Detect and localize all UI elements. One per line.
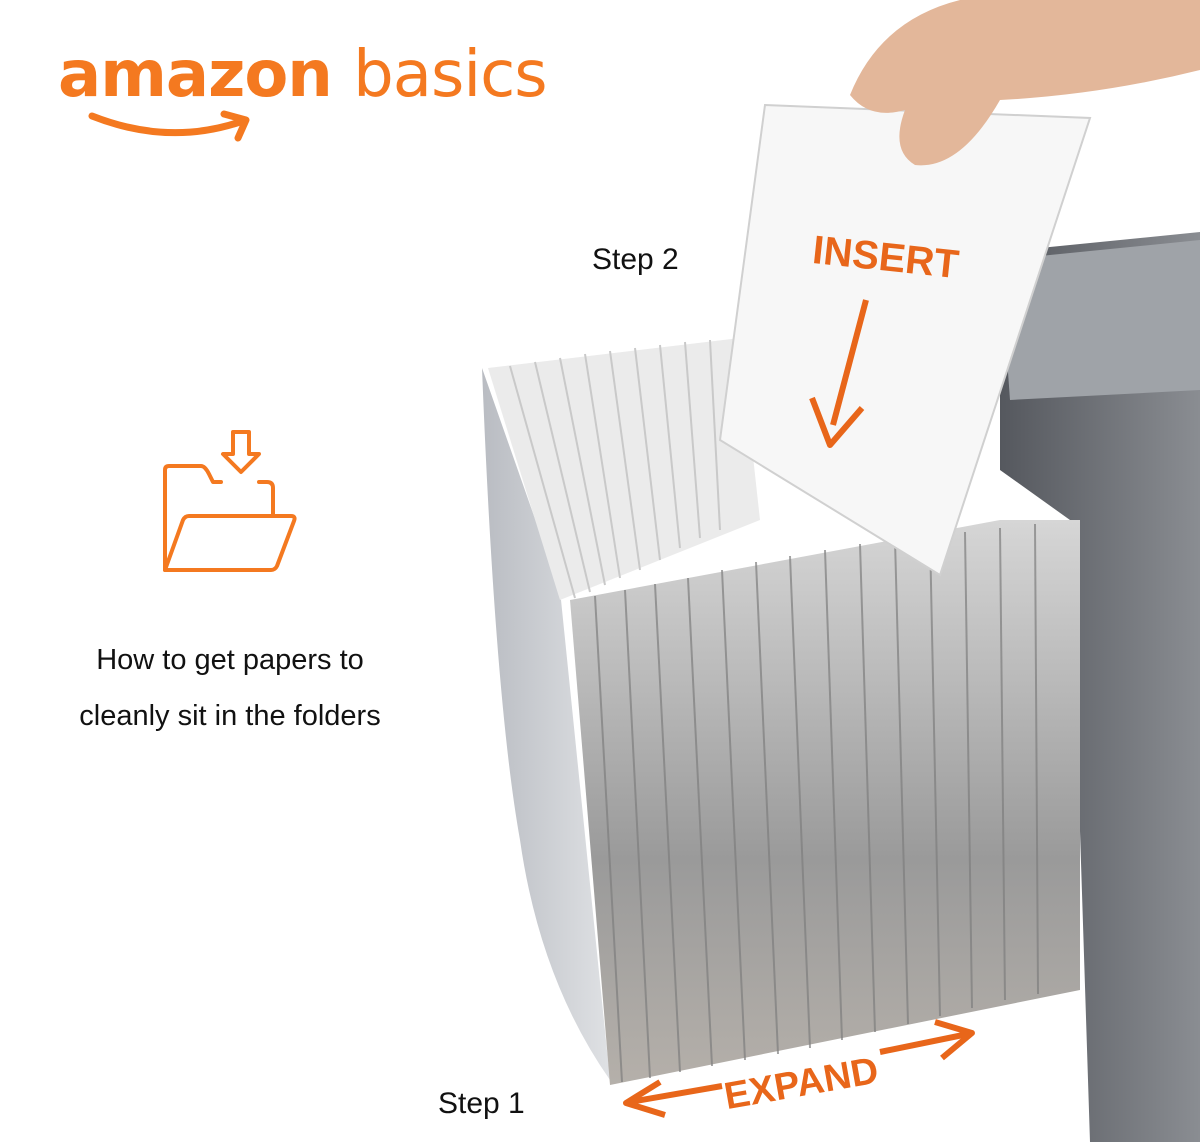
- folder-lower-pleats: [570, 520, 1080, 1085]
- brand-name-amazon: amazon: [58, 38, 333, 112]
- folder-back-cover: [1000, 232, 1200, 1142]
- brand-logo: amazon basics: [58, 30, 548, 142]
- howto-line-2: cleanly sit in the folders: [79, 700, 381, 732]
- howto-text: How to get papers to cleanly sit in the …: [30, 632, 430, 744]
- step-2-label: Step 2: [592, 243, 679, 276]
- brand-name-basics: basics: [353, 38, 547, 112]
- folder-download-icon: [163, 430, 297, 572]
- step-1-label: Step 1: [438, 1087, 525, 1120]
- product-photo: INSERT EXPAND: [482, 0, 1200, 1142]
- howto-line-1: How to get papers to: [96, 644, 364, 676]
- folder-front-cover: [482, 368, 610, 1080]
- folder-upper-pleats: [488, 338, 760, 600]
- hand: [850, 0, 1200, 166]
- brand-wordmark: amazon basics: [58, 30, 548, 120]
- smile-arrow-icon: [88, 110, 250, 142]
